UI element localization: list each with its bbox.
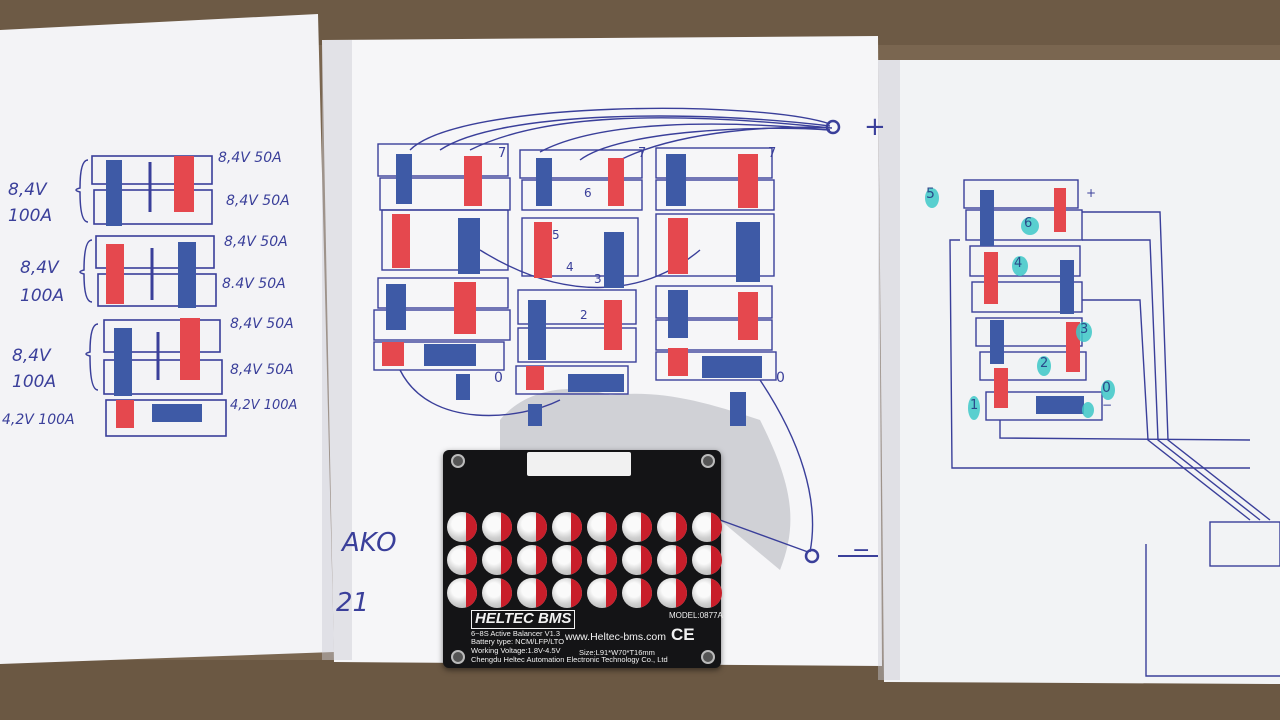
- mark-3: 3: [594, 272, 602, 286]
- spec-line-2: Battery type: NCM/LFP/LTO: [471, 637, 565, 647]
- right-label-1: 8,4V 50A: [218, 150, 282, 166]
- capacitor: [587, 512, 617, 542]
- balance-wire-connector: [527, 452, 631, 476]
- left-label-5: 8,4V: [12, 346, 51, 366]
- website-label: www.Heltec-bms.com: [565, 631, 666, 643]
- mark-5: 5: [552, 228, 560, 242]
- capacitor: [657, 545, 687, 575]
- capacitor: [482, 545, 512, 575]
- capacitor: [447, 512, 477, 542]
- mark-6: 6: [584, 186, 592, 200]
- left-label-4: 100A: [20, 286, 65, 306]
- plus-mark: +: [864, 112, 886, 142]
- capacitor: [657, 512, 687, 542]
- capacitor: [692, 512, 722, 542]
- capacitor: [447, 545, 477, 575]
- capacitor: [517, 545, 547, 575]
- right-mark-0: 0: [1102, 380, 1111, 396]
- brand-logo: HELTEC BMS: [471, 610, 576, 629]
- mount-hole-tl: [451, 454, 465, 468]
- left-label-3: 8,4V: [20, 258, 59, 278]
- capacitor: [482, 578, 512, 608]
- capacitor: [447, 578, 477, 608]
- mark-7b: 7: [638, 146, 647, 161]
- right-sheet-diagram: [949, 179, 1280, 677]
- left-label-7: 4,2V 100A: [2, 412, 75, 428]
- mount-hole-tr: [701, 454, 715, 468]
- mark-0b: 0: [776, 370, 785, 386]
- capacitor: [622, 545, 652, 575]
- capacitor: [552, 512, 582, 542]
- right-label-5: 8,4V 50A: [230, 316, 294, 332]
- right-mark-plus: +: [1086, 186, 1097, 200]
- right-label-6: 8,4V 50A: [230, 362, 294, 378]
- right-mark-5: 5: [926, 186, 935, 202]
- manufacturer-label: Chengdu Heltec Automation Electronic Tec…: [471, 655, 668, 664]
- capacitor: [692, 545, 722, 575]
- capacitor-array: [447, 512, 722, 608]
- capacitor: [587, 578, 617, 608]
- mark-0a: 0: [494, 370, 503, 386]
- capacitor: [517, 578, 547, 608]
- capacitor: [552, 545, 582, 575]
- model-label: MODEL:0877A: [669, 611, 723, 620]
- right-label-4: 8.4V 50A: [222, 276, 286, 292]
- mount-hole-bl: [451, 650, 465, 664]
- capacitor: [517, 512, 547, 542]
- active-balancer-board: HELTEC BMS MODEL:0877A 6~8S Active Balan…: [443, 450, 723, 668]
- mount-hole-br: [701, 650, 715, 664]
- right-mark-2: 2: [1040, 356, 1049, 371]
- right-label-3: 8,4V 50A: [224, 234, 288, 250]
- size-label: Size:L91*W70*T16mm: [579, 648, 655, 657]
- right-cells: [980, 188, 1084, 414]
- spec-line-3: Working Voltage:1.8V-4.5V: [471, 645, 561, 655]
- center-cells: [382, 154, 762, 426]
- left-label-1: 8,4V: [8, 180, 47, 200]
- right-label-7: 4,2V 100A: [230, 398, 298, 413]
- right-mark-6: 6: [1024, 216, 1033, 231]
- minus-mark: −: [852, 538, 871, 563]
- scrawl-21: 21: [336, 588, 370, 618]
- right-mark-minus: −: [1102, 398, 1113, 412]
- capacitor: [552, 578, 582, 608]
- right-mark-4: 4: [1014, 256, 1023, 271]
- ce-mark: CE: [671, 625, 695, 644]
- capacitor: [622, 512, 652, 542]
- teal-highlights: [925, 188, 1115, 420]
- left-sheet-diagram: [91, 155, 227, 437]
- right-label-2: 8,4V 50A: [226, 193, 290, 209]
- scrawl-ako: AKO: [342, 528, 397, 558]
- left-cells: [106, 156, 202, 428]
- spec-lines: 6~8S Active Balancer V1.3 Battery type: …: [471, 629, 565, 655]
- capacitor: [587, 545, 617, 575]
- mark-7c: 7: [768, 146, 777, 161]
- left-label-2: 100A: [8, 206, 53, 226]
- left-brackets: [75, 159, 99, 391]
- right-mark-1: 1: [970, 398, 979, 413]
- right-mark-3: 3: [1080, 322, 1089, 337]
- mark-2: 2: [580, 308, 588, 322]
- mark-7a: 7: [498, 146, 507, 161]
- capacitor: [482, 512, 512, 542]
- paper-sheet-left: [0, 14, 334, 664]
- terminal-nodes: [804, 119, 841, 564]
- spec-line-1: 6~8S Active Balancer V1.3: [471, 629, 561, 638]
- capacitor: [622, 578, 652, 608]
- capacitor: [692, 578, 722, 608]
- capacitor: [657, 578, 687, 608]
- left-label-6: 100A: [12, 372, 57, 392]
- mark-4: 4: [566, 260, 574, 274]
